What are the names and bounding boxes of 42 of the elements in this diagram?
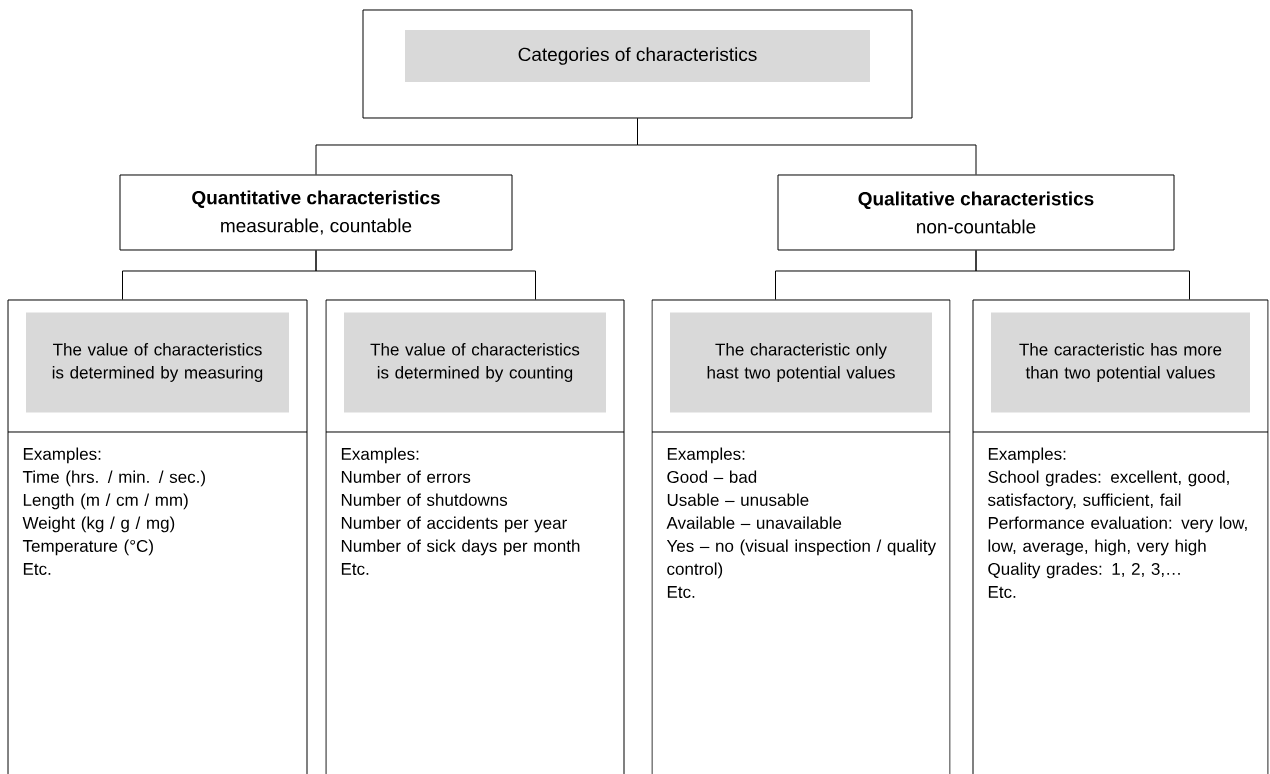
header-band: The characteristic only hast two potential values xyxy=(670,312,932,413)
node-label: Number of shutdowns xyxy=(341,493,508,506)
column-box xyxy=(325,299,625,774)
node-label: Yes – no (visual inspection / quality control) xyxy=(666,539,937,579)
node-label: Performance evaluation: very low, low, average, high, very high xyxy=(988,516,1247,556)
header-band: The value of characteristics is determined by measuring xyxy=(26,312,289,413)
column-box xyxy=(972,299,1269,774)
category-box: Quantitative characteristics measurable, countable xyxy=(119,174,513,251)
node-label: Available – unavailable xyxy=(666,516,842,529)
title-band: Categories of characteristics xyxy=(405,30,870,82)
node-label: Number of sick days per month xyxy=(341,539,580,556)
example-list: Examples: Time (hrs. / min. / sec.) Length (m / cm / mm) Weight (kg / g / mg) Temperature (°C) Etc. xyxy=(22,447,205,575)
node-label: Examples: xyxy=(341,447,419,464)
node-label: Etc. xyxy=(23,563,51,575)
node-label: School grades: excellent, good, satisfactory, sufficient, fail xyxy=(987,470,1229,510)
node-label: Examples: xyxy=(23,447,101,464)
node-label: Temperature (°C) xyxy=(22,539,153,556)
node-label: Number of accidents per year xyxy=(341,516,567,533)
example-list: Examples: Good – bad Usable – unusable Available – unavailable Yes – no (visual inspection / quality control) Etc. xyxy=(666,447,937,598)
node-label: Etc. xyxy=(988,586,1016,598)
node-label: Good – bad xyxy=(667,470,757,483)
node-label: Examples: xyxy=(988,447,1066,464)
node-label: Etc. xyxy=(341,563,369,575)
node-label: Etc. xyxy=(667,586,695,598)
node-label: Usable – unusable xyxy=(667,493,809,506)
example-list: Examples: Number of errors Number of shutdowns Number of accidents per year Number of sick days per month Etc. xyxy=(341,447,580,575)
column-box xyxy=(651,299,951,774)
column-box xyxy=(7,299,308,774)
example-list: Examples: School grades: excellent, good, satisfactory, sufficient, fail Performance evaluation: very low, low, average, high, very high Quality grades: 1, 2, 3,… Etc. xyxy=(987,447,1247,598)
node-label: Weight (kg / g / mg) xyxy=(22,516,175,533)
category-box: Qualitative characteristics non-countable xyxy=(777,174,1175,251)
category-box xyxy=(362,9,913,119)
node-label: Length (m / cm / mm) xyxy=(23,493,188,510)
node-label: Time (hrs. / min. / sec.) xyxy=(22,470,205,487)
node-label: Quality grades: 1, 2, 3,… xyxy=(988,562,1180,579)
header-band: The value of characteristics is determined by counting xyxy=(344,312,606,413)
header-band: The caracteristic has more than two potential values xyxy=(991,312,1250,413)
connector-line xyxy=(315,250,536,300)
node-label: Examples: xyxy=(667,447,745,464)
connector-line xyxy=(637,118,977,175)
connector-line xyxy=(975,250,1190,300)
node-label: Number of errors xyxy=(341,470,471,483)
